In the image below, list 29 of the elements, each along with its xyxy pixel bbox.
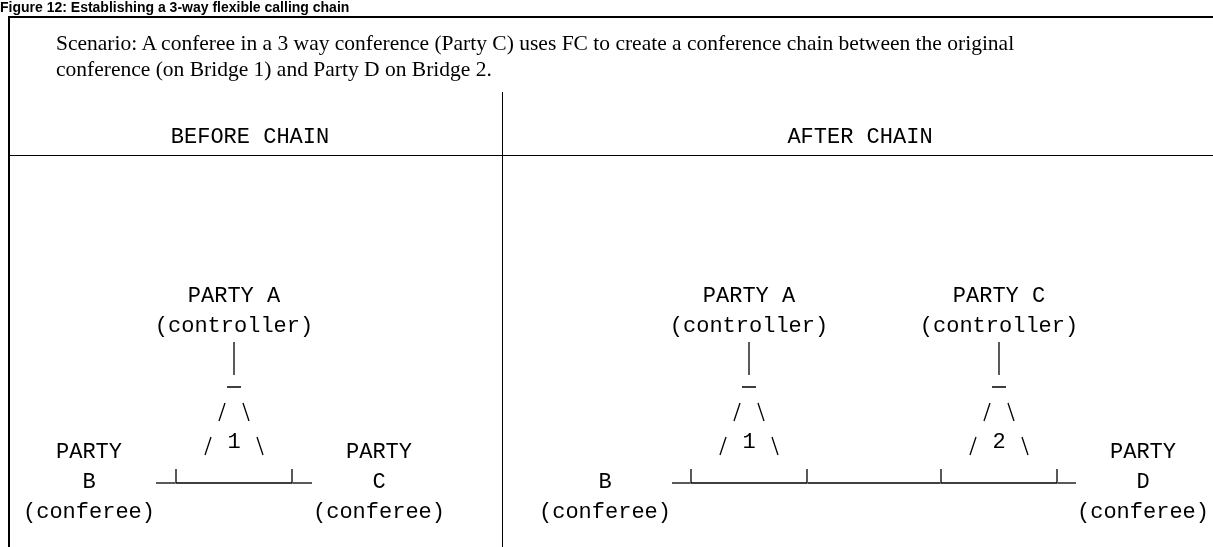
party-name: PARTY C xyxy=(346,439,412,497)
connector-line xyxy=(155,482,176,484)
party-role: (conferee) xyxy=(313,499,445,527)
party-name: B xyxy=(598,469,612,497)
party-name: PARTY A xyxy=(702,283,796,311)
bridge-number: 1 xyxy=(226,429,242,457)
party-role: (conferee) xyxy=(539,499,671,527)
column-header: AFTER CHAIN xyxy=(786,124,934,152)
party-role: (controller) xyxy=(919,313,1079,341)
figure-title: Figure 12: Establishing a 3-way flexible calling chain xyxy=(0,0,350,15)
connector-line xyxy=(292,482,313,484)
party-role: (conferee) xyxy=(23,499,155,527)
party-name: PARTY D xyxy=(1110,439,1176,497)
bridge-number: 2 xyxy=(991,429,1007,457)
scenario-text: Scenario: A conferee in a 3 way conference (Party C) uses FC to create a conference chain between the original conference (on Bridge 1) and Party D on Bridge 2. xyxy=(56,30,1016,82)
column-header: BEFORE CHAIN xyxy=(169,124,331,152)
bridge-number: 1 xyxy=(741,429,757,457)
party-role: (controller) xyxy=(154,313,314,341)
party-role: (conferee) xyxy=(1077,499,1209,527)
connector-line xyxy=(748,341,750,376)
connector-line xyxy=(998,341,1000,376)
party-name: PARTY C xyxy=(952,283,1046,311)
connector-line xyxy=(233,341,235,376)
party-name: PARTY B xyxy=(56,439,122,497)
connector-line xyxy=(1057,482,1077,484)
connector-line xyxy=(671,482,691,484)
connector-line xyxy=(807,482,941,484)
party-role: (controller) xyxy=(669,313,829,341)
party-name: PARTY A xyxy=(187,283,281,311)
